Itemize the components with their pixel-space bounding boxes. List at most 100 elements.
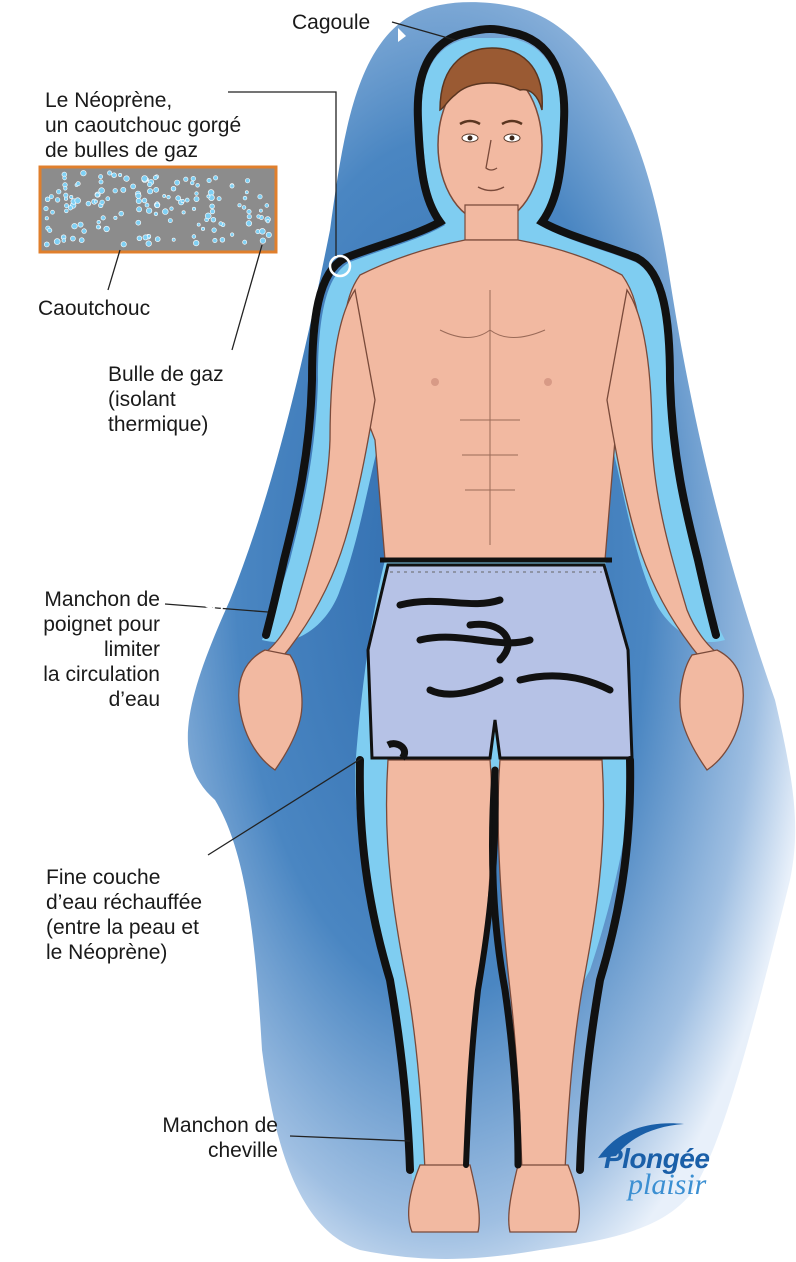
gas-bubble (96, 225, 100, 229)
gas-bubble (72, 223, 78, 229)
label-neoprene: Le Néoprène, un caoutchouc gorgé de bull… (45, 88, 241, 163)
gas-bubble (207, 178, 211, 182)
gas-bubble (75, 198, 81, 204)
gas-bubble (100, 200, 105, 205)
gas-bubble (99, 175, 103, 179)
gas-bubble (118, 173, 121, 176)
gas-bubble (81, 170, 87, 176)
gas-bubble (219, 222, 223, 226)
logo-text-plaisir: plaisir (628, 1168, 706, 1202)
gas-bubble (45, 197, 50, 202)
gas-bubble (243, 240, 247, 244)
gas-bubble (243, 196, 247, 200)
gas-bubble (119, 211, 124, 216)
gas-bubble (64, 204, 68, 208)
gas-bubble (121, 242, 126, 247)
neoprene-sample (40, 167, 276, 252)
gas-bubble (182, 211, 185, 214)
label-water-layer: Fine couche d’eau réchauffée (entre la p… (46, 865, 202, 965)
gas-bubble (172, 238, 175, 241)
gas-bubble (106, 197, 110, 201)
gas-bubble (212, 228, 217, 233)
gas-bubble (62, 239, 66, 243)
gas-bubble (44, 242, 49, 247)
gas-bubble (44, 206, 48, 210)
gas-bubble (112, 173, 117, 178)
gas-bubble (175, 180, 180, 185)
gas-bubble (136, 198, 141, 203)
gas-bubble (176, 196, 181, 201)
gas-bubble (245, 191, 248, 194)
label-gas-bubble: Bulle de gaz (isolant thermique) (108, 362, 224, 437)
gas-bubble (167, 195, 171, 199)
gas-bubble (201, 227, 204, 230)
gas-bubble (147, 189, 152, 194)
gas-bubble (64, 187, 68, 191)
label-ankle-seal: Manchon de cheville (130, 1113, 278, 1163)
gas-bubble (247, 215, 251, 219)
gas-bubble (153, 176, 157, 180)
gas-bubble (191, 176, 196, 181)
gas-bubble (114, 216, 117, 219)
gas-bubble (79, 238, 84, 243)
gas-bubble (265, 204, 269, 208)
gas-bubble (86, 201, 91, 206)
label-hood: Cagoule (292, 10, 370, 35)
gas-bubble (257, 215, 261, 219)
gas-bubble (142, 176, 148, 182)
gas-bubble (207, 195, 210, 198)
gas-bubble (196, 183, 200, 187)
gas-bubble (185, 198, 189, 202)
gas-bubble (99, 188, 105, 194)
gas-bubble (154, 212, 158, 216)
gas-bubble (205, 213, 211, 219)
gas-bubble (55, 198, 60, 203)
gas-bubble (192, 207, 195, 210)
gas-bubble (113, 188, 118, 193)
gas-bubble (155, 237, 160, 242)
gas-bubble (95, 193, 99, 197)
gas-bubble (56, 189, 61, 194)
gas-bubble (213, 176, 217, 180)
gas-bubble (147, 235, 150, 238)
gas-bubble (190, 181, 194, 185)
gas-bubble (94, 200, 97, 203)
gas-bubble (211, 217, 216, 222)
gas-bubble (238, 204, 241, 207)
gas-bubble (193, 240, 199, 246)
gas-bubble (70, 236, 75, 241)
gas-bubble (54, 239, 60, 245)
gas-bubble (258, 195, 262, 199)
gas-bubble (147, 182, 152, 187)
gas-bubble (194, 197, 199, 202)
gas-bubble (48, 228, 52, 232)
label-rubber: Caoutchouc (38, 296, 150, 321)
gas-bubble (76, 182, 80, 186)
gas-bubble (246, 221, 252, 227)
gas-bubble (259, 209, 262, 212)
gas-bubble (247, 209, 251, 213)
gas-bubble (101, 216, 105, 220)
gas-bubble (121, 187, 126, 192)
gas-bubble (260, 238, 266, 244)
gas-bubble (104, 226, 110, 232)
gas-bubble (195, 192, 199, 196)
gas-bubble (220, 237, 225, 242)
gas-bubble (181, 199, 184, 202)
gas-bubble (45, 217, 48, 220)
gas-bubble (245, 179, 249, 183)
gas-bubble (137, 236, 142, 241)
gas-bubble (168, 219, 172, 223)
gas-bubble (266, 232, 271, 237)
gas-bubble (210, 209, 215, 214)
gas-bubble (184, 177, 188, 181)
gas-bubble (78, 222, 83, 227)
gas-bubble (170, 207, 174, 211)
gas-bubble (82, 229, 87, 234)
gas-bubble (146, 208, 152, 214)
gas-bubble (99, 180, 103, 184)
gas-bubble (145, 203, 149, 207)
gas-bubble (260, 228, 266, 234)
gas-bubble (197, 223, 200, 226)
gas-bubble (64, 197, 67, 200)
